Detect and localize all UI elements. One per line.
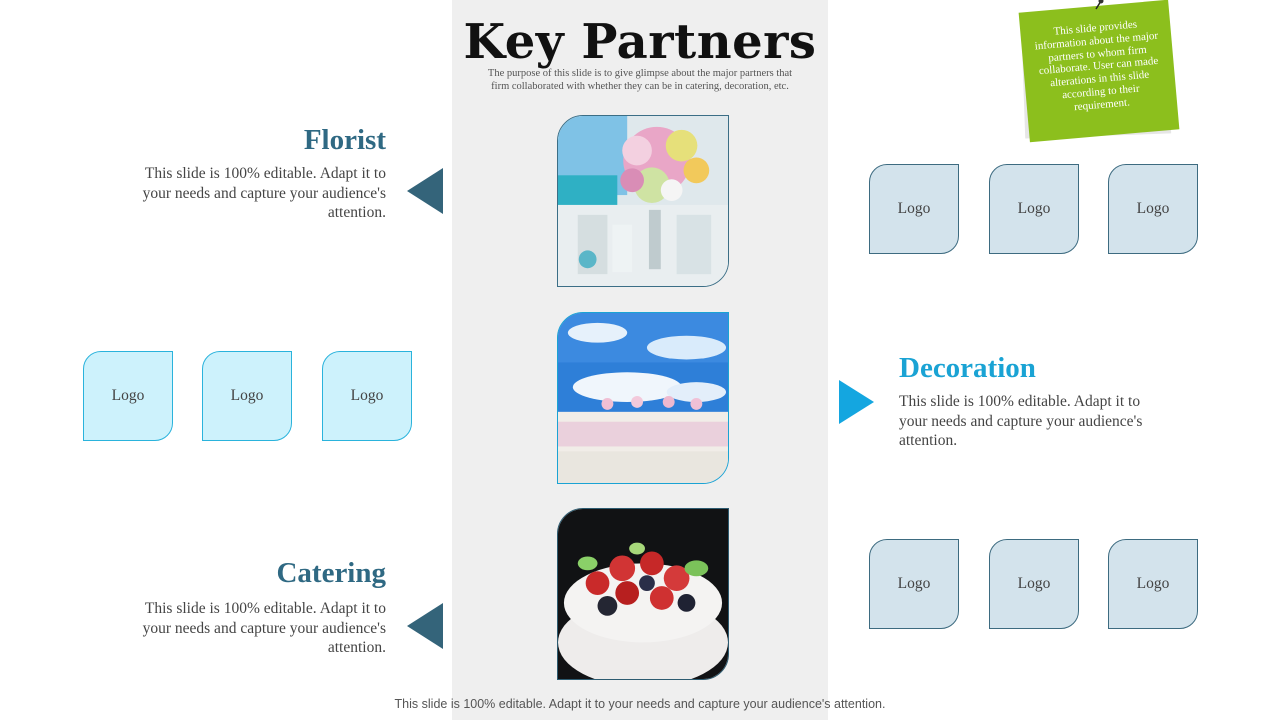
catering-photo-image — [558, 509, 728, 679]
decoration-photo — [557, 312, 729, 484]
logo-placeholder: Logo — [322, 351, 412, 441]
logo-placeholder: Logo — [1108, 539, 1198, 629]
decoration-photo-image — [558, 313, 728, 483]
slide-footer: This slide is 100% editable. Adapt it to… — [394, 697, 886, 711]
triangle-left-icon — [407, 603, 443, 649]
slide-subtitle: The purpose of this slide is to give gli… — [487, 68, 793, 92]
florist-photo — [557, 115, 729, 287]
slide-title: Key Partners — [463, 14, 817, 70]
logo-placeholder: Logo — [989, 164, 1079, 254]
catering-body: This slide is 100% editable. Adapt it to… — [142, 600, 386, 656]
florist-photo-image — [558, 116, 728, 286]
logo-placeholder: Logo — [869, 164, 959, 254]
logo-placeholder: Logo — [83, 351, 173, 441]
logo-placeholder: Logo — [1108, 164, 1198, 254]
decoration-body: This slide is 100% editable. Adapt it to… — [899, 393, 1143, 449]
triangle-left-icon — [407, 168, 443, 214]
florist-body: This slide is 100% editable. Adapt it to… — [142, 165, 386, 221]
triangle-right-icon — [839, 380, 874, 424]
catering-photo — [557, 508, 729, 680]
florist-heading: Florist — [303, 124, 386, 156]
catering-heading: Catering — [276, 557, 386, 589]
sticky-note-text: This slide provides information about th… — [1034, 18, 1159, 114]
decoration-heading: Decoration — [899, 352, 1036, 384]
logo-placeholder: Logo — [989, 539, 1079, 629]
logo-placeholder: Logo — [202, 351, 292, 441]
pin-icon — [1095, 0, 1104, 10]
sticky-note: This slide provides information about th… — [1018, 0, 1180, 143]
logo-placeholder: Logo — [869, 539, 959, 629]
